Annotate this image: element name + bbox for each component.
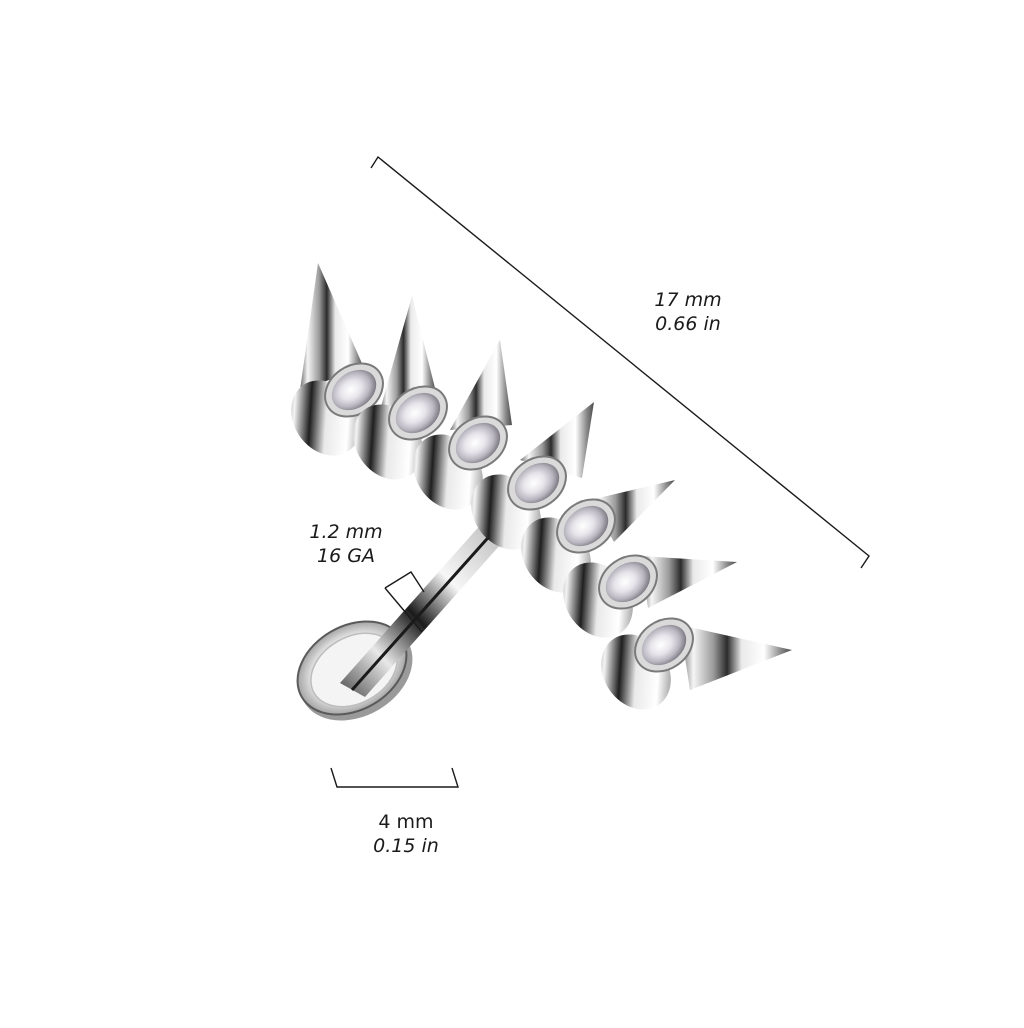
spike-1 xyxy=(291,263,384,456)
spike-7 xyxy=(601,617,792,710)
length-label: 17 mm 0.66 in xyxy=(640,288,736,336)
length-in: 0.66 in xyxy=(655,313,721,335)
gauge-label: 1.2 mm 16 GA xyxy=(298,520,394,568)
gauge-dimension-marker xyxy=(384,571,425,633)
spike-row xyxy=(291,263,792,710)
length-dimension-line xyxy=(370,155,870,569)
spike-3 xyxy=(413,340,512,510)
spike-4 xyxy=(471,402,594,550)
spike-2 xyxy=(353,296,448,480)
disc-mm: 4 mm xyxy=(378,811,434,833)
disc-label: 4 mm 0.15 in xyxy=(358,810,454,858)
disc-in: 0.15 in xyxy=(373,835,439,857)
gauge-mm: 1.2 mm xyxy=(309,521,383,543)
disc-dimension-bracket xyxy=(330,767,459,788)
length-mm: 17 mm xyxy=(654,289,722,311)
gauge-ga: 16 GA xyxy=(317,545,375,567)
spike-6 xyxy=(563,554,737,638)
